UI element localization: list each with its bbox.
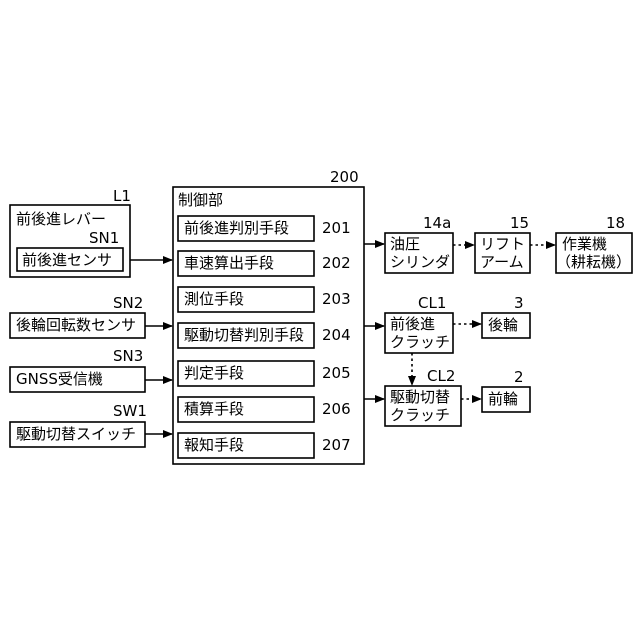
gnss-ref: SN3 [113, 348, 143, 365]
unit-label-207: 報知手段 [184, 437, 244, 454]
gnss-label: GNSS受信機 [16, 371, 103, 388]
cylinder-line2: シリンダ [390, 254, 450, 271]
lift-arm-line2: アーム [480, 254, 524, 271]
fr-clutch-line2: クラッチ [390, 334, 450, 351]
lift-arm-ref: 15 [510, 215, 529, 232]
unit-label-204: 駆動切替判別手段 [184, 327, 304, 344]
unit-label-201: 前後進判別手段 [184, 220, 289, 237]
unit-label-205: 判定手段 [184, 365, 244, 382]
lever-ref: L1 [113, 188, 131, 205]
rear-wheel-label: 後輪 [488, 317, 518, 334]
front-wheel-label: 前輪 [488, 391, 518, 408]
rear-wheel-ref: 3 [514, 295, 524, 312]
unit-label-206: 積算手段 [184, 401, 244, 418]
unit-ref-203: 203 [322, 291, 351, 308]
controller-ref: 200 [330, 169, 359, 186]
controller-title: 制御部 [178, 192, 223, 209]
implement-line1: 作業機 [562, 236, 607, 253]
sensor-sn1-ref: SN1 [89, 230, 119, 247]
unit-label-202: 車速算出手段 [184, 255, 274, 272]
drive-switch-label: 駆動切替スイッチ [16, 426, 136, 443]
unit-ref-206: 206 [322, 401, 351, 418]
unit-ref-202: 202 [322, 255, 351, 272]
lever-label: 前後進レバー [16, 211, 106, 228]
fr-clutch-ref: CL1 [418, 295, 446, 312]
unit-ref-205: 205 [322, 365, 351, 382]
cylinder-ref: 14a [423, 215, 451, 232]
drive-clutch-ref: CL2 [427, 368, 455, 385]
fr-clutch-line1: 前後進 [390, 316, 435, 333]
cylinder-line1: 油圧 [390, 236, 420, 253]
implement-ref: 18 [606, 215, 625, 232]
drive-clutch-line2: クラッチ [390, 407, 450, 424]
unit-label-203: 測位手段 [184, 291, 244, 308]
sensor-sn1-label: 前後進センサ [22, 252, 112, 269]
sensor-sn2-label: 後輪回転数センサ [16, 317, 136, 334]
unit-ref-204: 204 [322, 327, 351, 344]
front-wheel-ref: 2 [514, 369, 524, 386]
unit-ref-207: 207 [322, 437, 351, 454]
drive-switch-ref: SW1 [113, 403, 147, 420]
unit-ref-201: 201 [322, 220, 351, 237]
drive-clutch-line1: 駆動切替 [390, 389, 450, 406]
sensor-sn2-ref: SN2 [113, 295, 143, 312]
implement-line2: （耕耘機） [556, 254, 631, 271]
lift-arm-line1: リフト [480, 236, 525, 253]
